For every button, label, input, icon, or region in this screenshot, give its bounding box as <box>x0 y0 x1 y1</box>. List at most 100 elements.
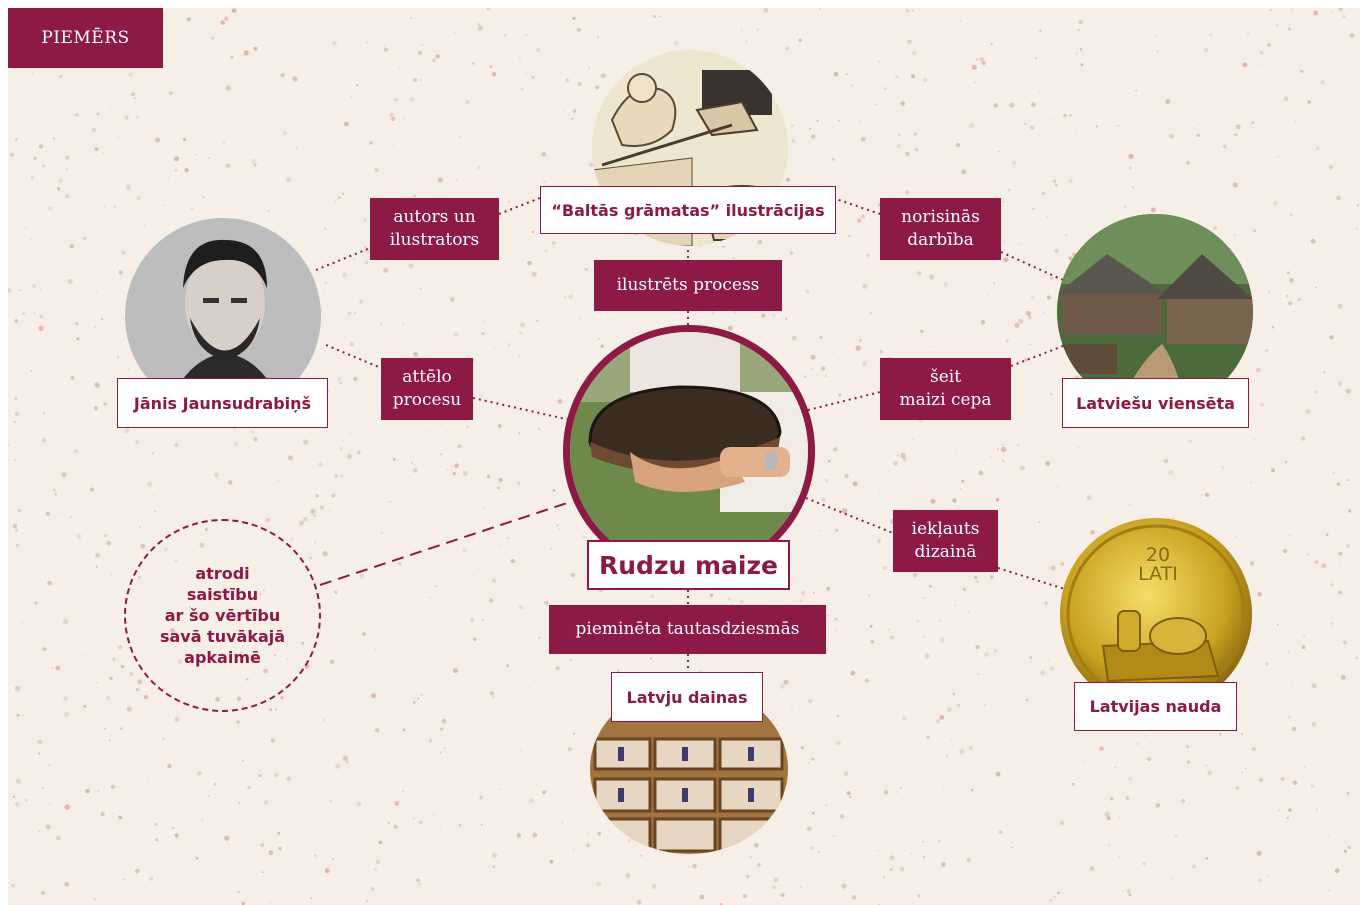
speckle <box>341 192 345 195</box>
speckle <box>911 74 915 79</box>
speckle <box>1209 150 1211 152</box>
speckle <box>452 668 458 674</box>
speckle <box>1207 770 1212 776</box>
speckle <box>383 45 386 47</box>
speckle <box>15 778 21 784</box>
speckle <box>1204 48 1209 53</box>
speckle <box>1075 129 1078 132</box>
speckle <box>275 708 278 711</box>
speckle <box>119 828 121 830</box>
speckle <box>1233 234 1236 237</box>
speckle <box>146 481 153 487</box>
speckle <box>95 291 97 293</box>
speckle <box>898 133 901 136</box>
speckle <box>977 673 980 676</box>
speckle <box>109 676 113 681</box>
speckle <box>516 481 521 486</box>
speckle <box>74 891 76 893</box>
speckle <box>1049 666 1054 671</box>
speckle <box>728 597 731 600</box>
speckle <box>922 840 925 843</box>
speckle <box>95 552 100 558</box>
speckle <box>1038 92 1041 94</box>
speckle <box>190 207 194 211</box>
speckle <box>324 868 330 874</box>
speckle <box>674 40 679 46</box>
speckle <box>833 617 838 622</box>
speckle <box>1337 303 1343 309</box>
speckle <box>1349 33 1355 38</box>
speckle <box>542 180 546 183</box>
speckle <box>819 335 823 340</box>
speckle <box>833 447 838 452</box>
speckle <box>836 714 840 718</box>
speckle <box>923 77 928 83</box>
speckle <box>1009 102 1015 108</box>
speckle <box>477 25 483 31</box>
speckle <box>116 356 120 359</box>
speckle <box>135 687 140 692</box>
speckle <box>785 177 791 182</box>
speckle <box>225 85 231 91</box>
speckle <box>565 78 570 83</box>
speckle <box>749 855 752 859</box>
speckle <box>47 580 52 586</box>
speckle <box>208 834 210 836</box>
speckle <box>1271 325 1275 329</box>
speckle <box>1234 132 1238 137</box>
speckle <box>852 481 858 487</box>
speckle <box>331 413 333 416</box>
speckle <box>172 826 175 830</box>
speckle <box>1135 89 1137 92</box>
speckle <box>140 543 146 549</box>
speckle <box>555 666 560 671</box>
speckle <box>338 780 340 783</box>
speckle <box>38 325 44 331</box>
speckle <box>1053 582 1055 585</box>
speckle <box>428 739 432 743</box>
speckle <box>112 657 116 661</box>
example-tag-label: PIEMĒRS <box>41 28 130 48</box>
speckle <box>911 852 913 855</box>
speckle <box>785 317 788 321</box>
speckle <box>197 770 202 776</box>
speckle <box>283 131 288 135</box>
speckle <box>374 868 378 872</box>
speckle <box>15 543 20 548</box>
speckle <box>227 480 233 485</box>
speckle <box>1046 295 1051 300</box>
speckle <box>1221 466 1225 469</box>
speckle <box>818 851 820 853</box>
speckle <box>14 411 19 416</box>
speckle <box>538 636 541 639</box>
speckle <box>428 36 431 38</box>
speckle <box>285 176 291 183</box>
connector-left-author <box>315 247 371 271</box>
speckle <box>207 157 210 160</box>
speckle <box>489 690 494 696</box>
speckle <box>70 375 75 380</box>
speckle <box>932 345 935 348</box>
speckle <box>859 26 861 28</box>
speckle <box>500 545 502 547</box>
speckle <box>1338 551 1343 556</box>
speckle <box>131 92 136 97</box>
speckle <box>439 828 442 831</box>
speckle <box>55 665 61 671</box>
speckle <box>401 790 404 793</box>
speckle <box>962 587 967 592</box>
speckle <box>118 815 123 820</box>
speckle <box>1049 392 1053 396</box>
speckle <box>56 187 61 191</box>
speckle <box>84 655 87 657</box>
speckle <box>94 382 100 388</box>
speckle <box>992 282 996 285</box>
speckle <box>1065 234 1067 236</box>
speckle <box>773 877 779 883</box>
speckle <box>362 218 368 223</box>
speckle <box>808 699 813 704</box>
speckle <box>329 799 333 803</box>
speckle <box>231 8 237 14</box>
speckle <box>25 227 28 229</box>
speckle <box>174 833 179 838</box>
